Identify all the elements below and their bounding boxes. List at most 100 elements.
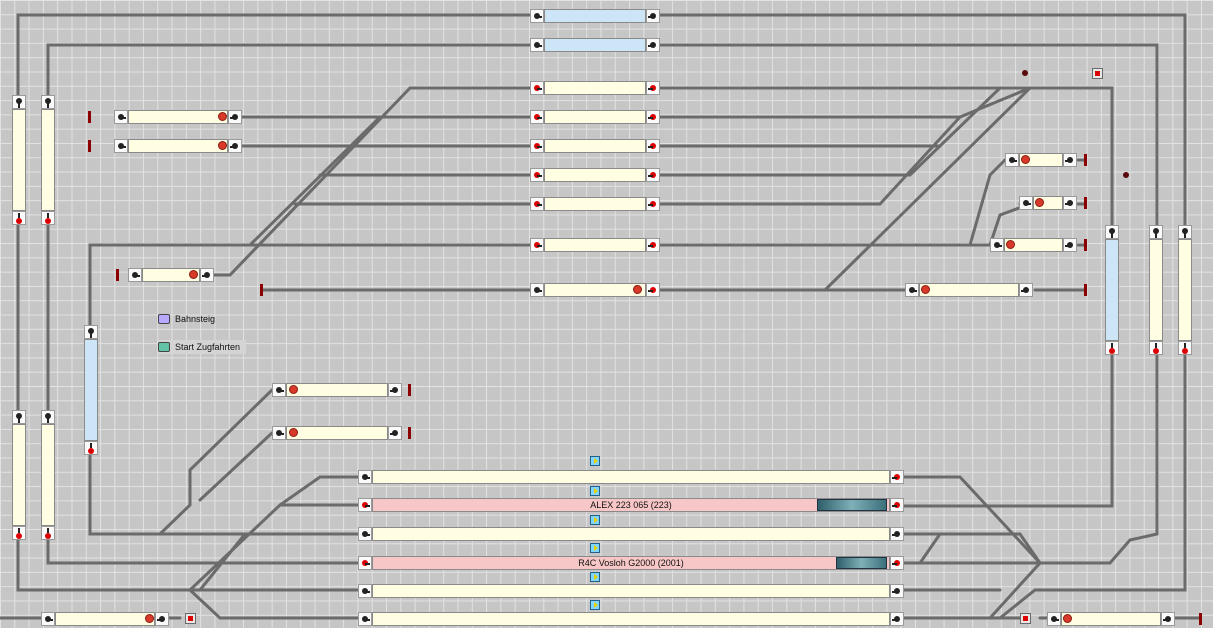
block-yard2[interactable] (544, 110, 646, 124)
vsignal-r3-bottom[interactable] (1178, 341, 1192, 355)
vblock-r1[interactable] (1105, 239, 1119, 341)
route-start-icon[interactable] (590, 600, 600, 610)
blocked-x-icon[interactable] (218, 112, 227, 121)
vsignal-r2-bottom[interactable] (1149, 341, 1163, 355)
signal-yard2-left[interactable] (530, 110, 544, 124)
signal-siding3-left[interactable] (128, 268, 142, 282)
block-siding1[interactable] (128, 110, 228, 124)
signal-bl-left[interactable] (41, 612, 55, 626)
blocked-x-icon[interactable] (1035, 198, 1044, 207)
signal-st2-right[interactable] (890, 498, 904, 512)
vsignal-l5-bottom[interactable] (84, 441, 98, 455)
signal-ml2-left[interactable] (272, 426, 286, 440)
signal-yard6-left[interactable] (530, 238, 544, 252)
signal-yard7-right[interactable] (646, 283, 660, 297)
blocked-x-icon[interactable] (1063, 614, 1072, 623)
block-yard6[interactable] (544, 238, 646, 252)
track-button-icon[interactable] (1020, 613, 1031, 624)
block-station3[interactable] (372, 527, 890, 541)
blocked-x-icon[interactable] (189, 270, 198, 279)
block-ml1[interactable] (286, 383, 388, 397)
signal-bl-right[interactable] (155, 612, 169, 626)
signal-top2-right[interactable] (646, 38, 660, 52)
signal-yard7-left[interactable] (530, 283, 544, 297)
block-station2[interactable]: ALEX 223 065 (223) (372, 498, 890, 512)
blocked-x-icon[interactable] (1021, 155, 1030, 164)
block-yard4[interactable] (544, 168, 646, 182)
vblock-l3[interactable] (12, 424, 26, 526)
block-yard1[interactable] (544, 81, 646, 95)
signal-yard5-right[interactable] (646, 197, 660, 211)
signal-st4-right[interactable] (890, 556, 904, 570)
signal-rside1-left[interactable] (1005, 153, 1019, 167)
vsignal-l2-top[interactable] (41, 95, 55, 109)
track-button-icon[interactable] (1092, 68, 1103, 79)
signal-st4-left[interactable] (358, 556, 372, 570)
vsignal-r3-top[interactable] (1178, 225, 1192, 239)
block-bottom-left[interactable] (55, 612, 155, 626)
vblock-r3[interactable] (1178, 239, 1192, 341)
block-bottom-right[interactable] (1061, 612, 1161, 626)
signal-st6-left[interactable] (358, 612, 372, 626)
blocked-x-icon[interactable] (289, 428, 298, 437)
vsignal-l3-top[interactable] (12, 410, 26, 424)
route-start-icon[interactable] (590, 543, 600, 553)
vsignal-l1-bottom[interactable] (12, 211, 26, 225)
signal-br-right[interactable] (1161, 612, 1175, 626)
vsignal-l2-bottom[interactable] (41, 211, 55, 225)
signal-ml1-left[interactable] (272, 383, 286, 397)
block-station1[interactable] (372, 470, 890, 484)
signal-ml2-right[interactable] (388, 426, 402, 440)
vblock-l4[interactable] (41, 424, 55, 526)
blocked-x-icon[interactable] (145, 614, 154, 623)
signal-st1-left[interactable] (358, 470, 372, 484)
vblock-l5[interactable] (84, 339, 98, 441)
signal-rside2-left[interactable] (1019, 196, 1033, 210)
signal-st3-right[interactable] (890, 527, 904, 541)
signal-yard2-right[interactable] (646, 110, 660, 124)
locomotive-icon[interactable] (817, 499, 887, 511)
signal-st2-left[interactable] (358, 498, 372, 512)
signal-siding1-right[interactable] (228, 110, 242, 124)
signal-rside4-right[interactable] (1019, 283, 1033, 297)
vsignal-r1-bottom[interactable] (1105, 341, 1119, 355)
signal-ml1-right[interactable] (388, 383, 402, 397)
signal-yard5-left[interactable] (530, 197, 544, 211)
signal-top2-left[interactable] (530, 38, 544, 52)
vsignal-l4-top[interactable] (41, 410, 55, 424)
block-station6[interactable] (372, 612, 890, 626)
vsignal-l1-top[interactable] (12, 95, 26, 109)
vblock-l1[interactable] (12, 109, 26, 211)
signal-yard3-right[interactable] (646, 139, 660, 153)
signal-st5-left[interactable] (358, 584, 372, 598)
start-trains-button[interactable]: Start Zugfahrten (158, 340, 246, 354)
signal-siding1-left[interactable] (114, 110, 128, 124)
signal-rside3-left[interactable] (990, 238, 1004, 252)
signal-rside4-left[interactable] (905, 283, 919, 297)
block-siding2[interactable] (128, 139, 228, 153)
blocked-x-icon[interactable] (218, 141, 227, 150)
block-rside4[interactable] (919, 283, 1019, 297)
blocked-x-icon[interactable] (1006, 240, 1015, 249)
block-top2[interactable] (544, 38, 646, 52)
signal-st1-right[interactable] (890, 470, 904, 484)
platform-button[interactable]: Bahnsteig (158, 312, 215, 326)
signal-rside2-right[interactable] (1063, 196, 1077, 210)
block-station5[interactable] (372, 584, 890, 598)
blocked-x-icon[interactable] (289, 385, 298, 394)
route-start-icon[interactable] (590, 456, 600, 466)
block-yard5[interactable] (544, 197, 646, 211)
signal-st5-right[interactable] (890, 584, 904, 598)
block-station4[interactable]: R4C Vosloh G2000 (2001) (372, 556, 890, 570)
signal-yard1-right[interactable] (646, 81, 660, 95)
block-yard3[interactable] (544, 139, 646, 153)
signal-yard4-left[interactable] (530, 168, 544, 182)
signal-br-left[interactable] (1047, 612, 1061, 626)
vblock-l2[interactable] (41, 109, 55, 211)
signal-rside1-right[interactable] (1063, 153, 1077, 167)
signal-top1-right[interactable] (646, 9, 660, 23)
signal-yard1-left[interactable] (530, 81, 544, 95)
vsignal-l5-top[interactable] (84, 325, 98, 339)
signal-siding2-left[interactable] (114, 139, 128, 153)
block-top1[interactable] (544, 9, 646, 23)
